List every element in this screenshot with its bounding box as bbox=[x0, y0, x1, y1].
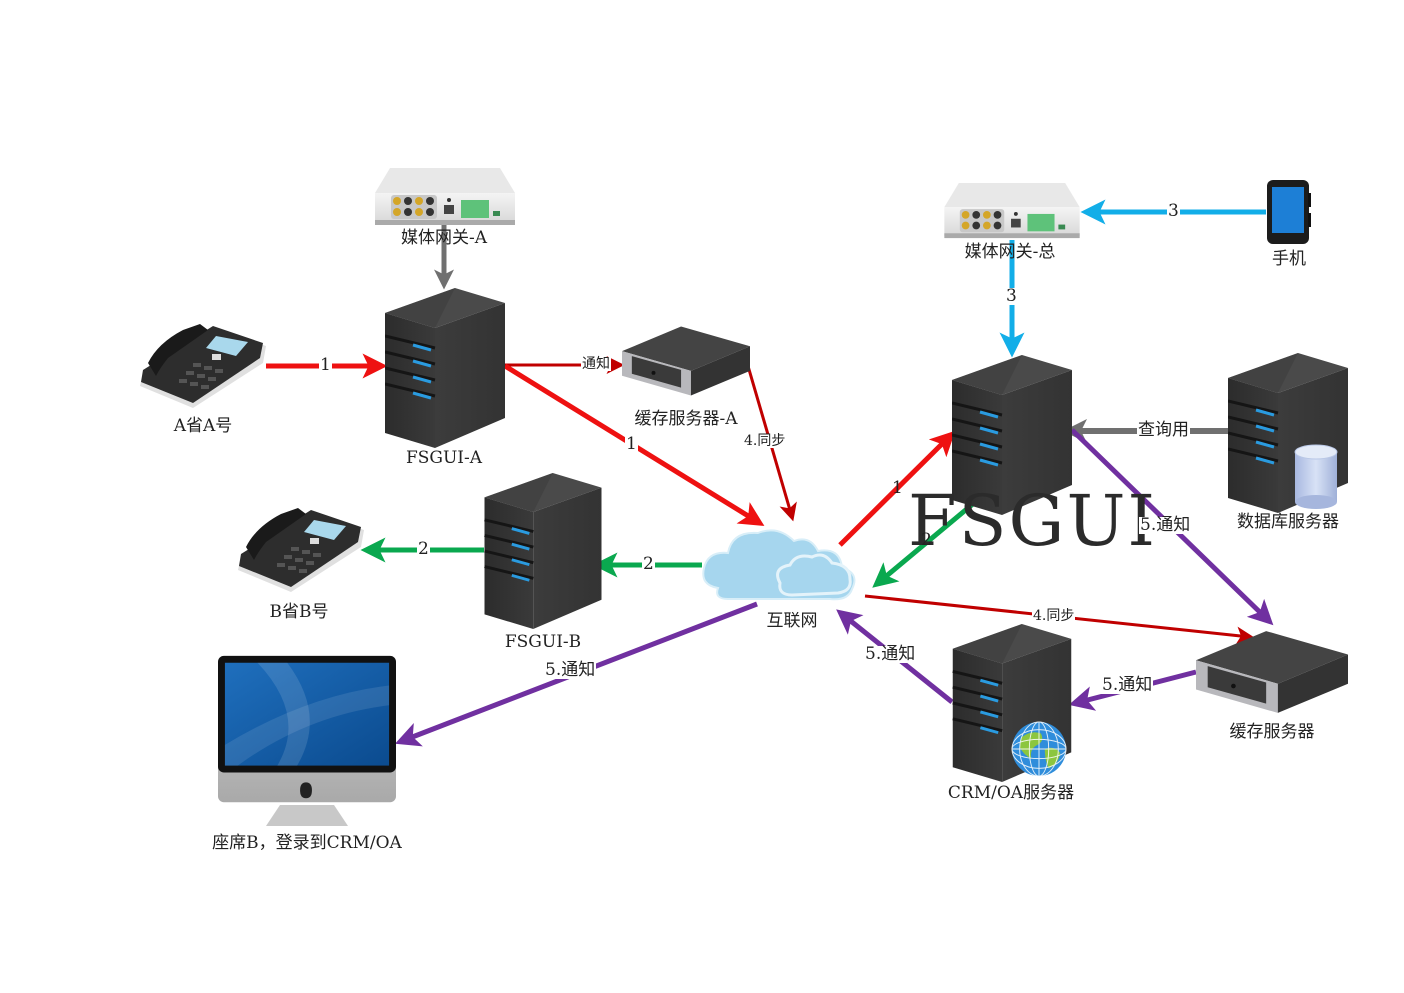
server-tower-icon bbox=[385, 288, 505, 448]
node-mobile bbox=[1267, 180, 1311, 244]
edge-label-fsgui-db: 查询用 bbox=[1137, 420, 1190, 440]
node-fsgui-a bbox=[385, 288, 505, 448]
node-cache-a bbox=[622, 326, 750, 396]
edge-label-fsgui-cache-main: 5.通知 bbox=[1139, 515, 1192, 535]
label-desktop: 座席B，登录到CRM/OA bbox=[212, 833, 402, 853]
edge-label-cache-a-internet: 4.同步 bbox=[743, 433, 787, 449]
edge-label-phone-a-fsgui-a: 1 bbox=[319, 355, 332, 375]
label-fsgui-a: FSGUI-A bbox=[405, 448, 483, 468]
edge-label-fsgui-internet: 2 bbox=[921, 530, 932, 550]
database-cylinder-icon bbox=[1294, 444, 1338, 509]
cloud-icon bbox=[701, 528, 856, 601]
edge-label-mobile-gateway: 3 bbox=[1167, 201, 1180, 221]
edge-label-cache-main-crm: 5.通知 bbox=[1101, 675, 1154, 695]
globe-icon bbox=[1011, 721, 1067, 777]
label-internet: 互联网 bbox=[766, 611, 818, 631]
label-crm-server: CRM/OA服务器 bbox=[947, 783, 1075, 803]
label-gateway-a: 媒体网关-A bbox=[400, 228, 488, 248]
node-fsgui-b bbox=[483, 473, 603, 629]
label-db-server: 数据库服务器 bbox=[1237, 512, 1339, 532]
media-gateway-icon bbox=[944, 183, 1080, 239]
label-cache-main: 缓存服务器 bbox=[1229, 722, 1315, 742]
cache-server-icon bbox=[622, 326, 750, 396]
edge-label-internet-fsgui-b: 2 bbox=[642, 554, 655, 574]
monitor-stand bbox=[266, 805, 348, 826]
label-gateway-main: 媒体网关-总 bbox=[964, 242, 1056, 262]
node-phone-a bbox=[140, 324, 266, 408]
edge-internet-to-fsgui bbox=[838, 430, 956, 547]
desk-phone-icon bbox=[140, 324, 266, 408]
edge-label-internet-cache-main: 4.同步 bbox=[1032, 608, 1076, 624]
label-cache-a: 缓存服务器-A bbox=[634, 409, 738, 429]
edge-label-internet-fsgui: 1 bbox=[892, 478, 903, 498]
label-mobile: 手机 bbox=[1272, 249, 1306, 269]
edge-label-fsgui-b-phone-b: 2 bbox=[417, 539, 430, 559]
edges bbox=[266, 199, 1277, 747]
label-fsgui-b: FSGUI-B bbox=[504, 632, 582, 652]
label-phone-a: A省A号 bbox=[173, 416, 233, 436]
node-desktop bbox=[218, 655, 396, 826]
node-crm-server bbox=[952, 624, 1072, 782]
edge-fsgui-to-internet bbox=[872, 496, 982, 588]
cache-server-icon bbox=[1196, 631, 1348, 713]
mobile-phone-icon bbox=[1267, 180, 1311, 244]
node-phone-b bbox=[238, 508, 364, 592]
node-internet bbox=[701, 528, 856, 601]
desk-phone-icon bbox=[238, 508, 364, 592]
edge-label-fsgui-a-cache-a: 通知 bbox=[581, 356, 611, 372]
node-gateway-main bbox=[944, 183, 1080, 239]
desktop-computer-icon bbox=[218, 655, 396, 803]
edge-label-crm-internet: 5.通知 bbox=[864, 644, 917, 664]
node-db-server bbox=[1228, 353, 1348, 513]
media-gateway-icon bbox=[375, 168, 515, 225]
fsgui-watermark: FSGUI bbox=[908, 480, 1158, 562]
label-phone-b: B省B号 bbox=[269, 602, 329, 622]
node-gateway-a bbox=[375, 168, 515, 225]
edge-label-gateway-fsgui: 3 bbox=[1005, 286, 1018, 306]
edge-label-internet-desktop: 5.通知 bbox=[544, 660, 597, 680]
edge-label-fsgui-a-internet: 1 bbox=[625, 434, 638, 454]
server-tower-icon bbox=[483, 473, 603, 629]
node-cache-main bbox=[1196, 631, 1348, 713]
